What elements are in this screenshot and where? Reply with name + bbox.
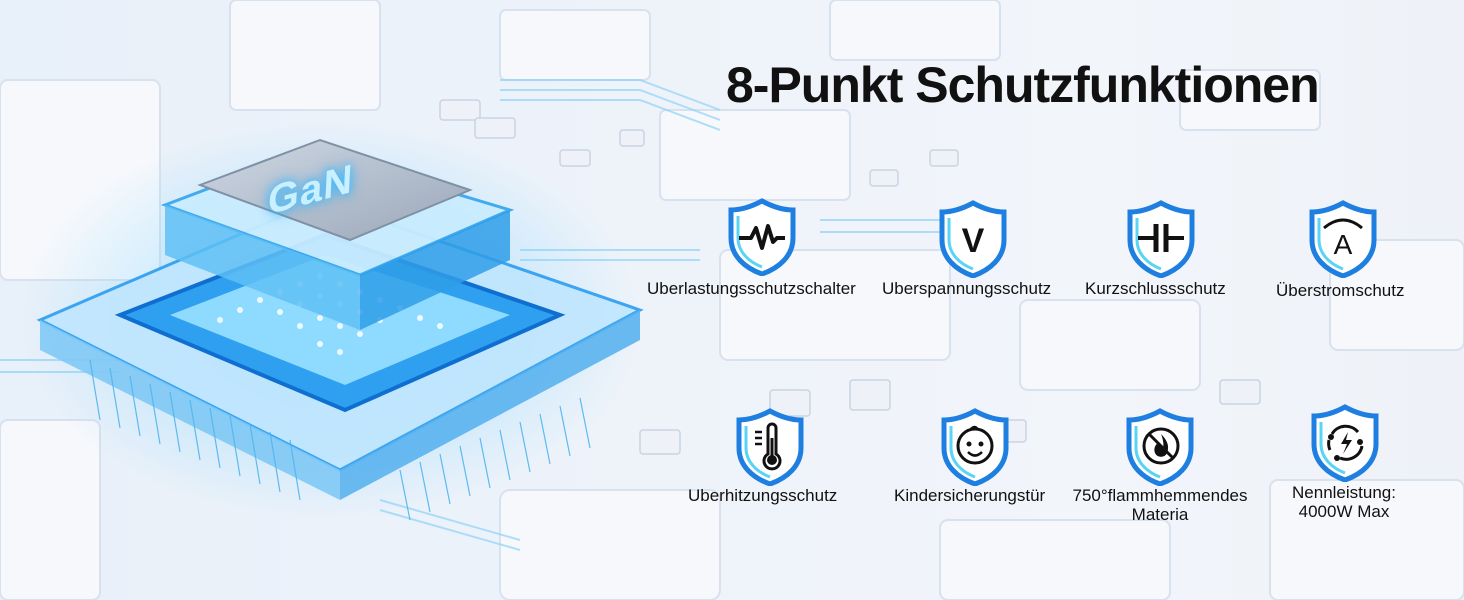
power-cycle-icon [1311, 404, 1379, 482]
feature-label-overload: Uberlastungsschutzschalter [647, 279, 856, 298]
baby-face-icon [941, 408, 1009, 486]
feature-label-overvoltage: Uberspannungsschutz [882, 279, 1052, 298]
feature-label-child-safety: Kindersicherungstür [894, 486, 1046, 505]
rated-power-line1: Nennleistung: [1292, 483, 1396, 502]
feature-label-overcurrent: Überstromschutz [1276, 281, 1405, 300]
svg-text:A: A [1334, 229, 1353, 260]
voltage-v-icon: V [939, 200, 1007, 278]
no-fire-icon [1126, 408, 1194, 486]
feature-label-short-circuit: Kurzschlussschutz [1085, 279, 1226, 298]
page-title: 8-Punkt Schutzfunktionen [726, 57, 1320, 113]
feature-label-overheat: Uberhitzungsschutz [688, 486, 838, 505]
thermometer-icon [736, 408, 804, 486]
waveform-icon [728, 198, 796, 276]
flame-retardant-line1: 750°flammhemmendes [1072, 486, 1248, 505]
flame-retardant-line2: Materia [1131, 505, 1189, 524]
feature-label-flame-retardant: 750°flammhemmendes Materia [1064, 486, 1256, 524]
rated-power-line2: 4000W Max [1298, 502, 1390, 521]
feature-label-rated-power: Nennleistung: 4000W Max [1279, 483, 1409, 521]
capacitor-icon [1127, 200, 1195, 278]
ampere-icon: A [1309, 200, 1377, 278]
svg-text:V: V [962, 222, 985, 260]
